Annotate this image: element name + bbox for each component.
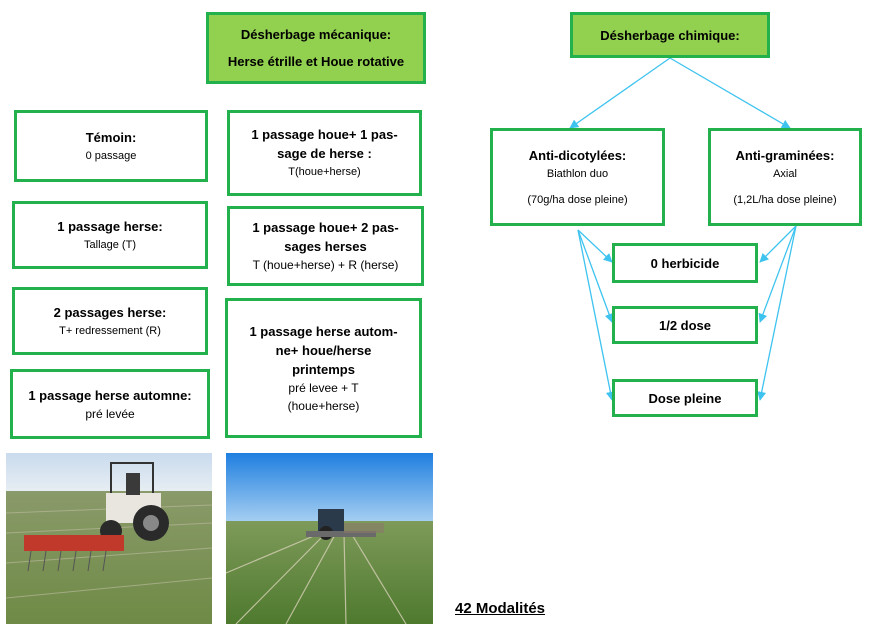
autumn-spring-line2: ne+ houe/herse: [275, 342, 372, 358]
hoe-one-harrow-line1: 1 passage houe+ 1 pas-: [251, 127, 398, 142]
two-harrow-title: 2 passages herse:: [53, 304, 167, 320]
hoe-two-harrow-line1: 1 passage houe+ 2 pas-: [252, 220, 399, 235]
dose-half-box: 1/2 dose: [612, 306, 758, 344]
hoe-one-harrow-line2: sage de herse :: [277, 146, 372, 161]
chemical-weeding-header: Désherbage chimique:: [570, 12, 770, 58]
hoe-one-harrow-box: 1 passage houe+ 1 pas- sage de herse : T…: [227, 110, 422, 196]
arrow-gram-to-full: [757, 225, 797, 401]
hoe-two-harrow-detail: T (houe+herse) + R (herse): [252, 258, 399, 272]
arrow-dicot-to-zero: [577, 229, 613, 263]
hoe-one-harrow-detail: T(houe+herse): [288, 166, 361, 178]
autumn-spring-line3: printemps: [292, 361, 355, 377]
mechanical-header-line2: Herse étrille et Houe rotative: [227, 54, 405, 69]
hoe-two-harrow-box: 1 passage houe+ 2 pas- sages herses T (h…: [227, 206, 424, 286]
arrow-gram-to-half: [758, 225, 797, 323]
arrow-chem-to-gram: [669, 57, 791, 129]
dose-half-label: 1/2 dose: [658, 317, 712, 333]
autumn-spring-detail1: pré levee + T: [288, 380, 359, 395]
hoe-two-harrow-line2: sages herses: [284, 239, 367, 254]
one-harrow-title: 1 passage herse:: [57, 218, 163, 234]
autumn-harrow-box: 1 passage herse automne: pré levée: [10, 369, 210, 439]
anti-gram-dose: (1,2L/ha dose pleine): [733, 193, 837, 206]
anti-dicot-dose: (70g/ha dose pleine): [527, 193, 628, 206]
anti-gram-title: Anti-graminées:: [735, 147, 835, 163]
modalities-count: 42 Modalités: [455, 600, 546, 617]
autumn-spring-detail2: (houe+herse): [287, 398, 360, 413]
autumn-spring-line1: 1 passage herse autom-: [249, 323, 398, 339]
two-harrow-detail: T+ redressement (R): [59, 324, 161, 337]
arrow-chem-to-dicot: [569, 57, 671, 129]
control-title: Témoin:: [85, 129, 137, 145]
tractor-harrow-photo: [6, 453, 212, 624]
arrow-gram-to-zero: [759, 225, 797, 263]
anti-dicot-box: Anti-dicotylées: Biathlon duo (70g/ha do…: [490, 128, 665, 226]
one-harrow-detail: Tallage (T): [84, 238, 136, 251]
tractor-hoe-photo: [226, 453, 433, 624]
arrow-dicot-to-full: [577, 229, 615, 401]
dose-zero-label: 0 herbicide: [650, 255, 720, 271]
arrow-dicot-to-half: [577, 229, 614, 323]
control-detail: 0 passage: [85, 149, 137, 162]
mechanical-header-line1: Désherbage mécanique:: [240, 27, 392, 42]
control-box: Témoin: 0 passage: [14, 110, 208, 182]
autumn-spring-box: 1 passage herse autom- ne+ houe/herse pr…: [225, 298, 422, 438]
anti-gram-product: Axial: [773, 167, 797, 180]
anti-dicot-product: Biathlon duo: [546, 167, 609, 180]
dose-full-box: Dose pleine: [612, 379, 758, 417]
dose-zero-box: 0 herbicide: [612, 243, 758, 283]
autumn-harrow-detail: pré levée: [85, 406, 135, 421]
one-harrow-box: 1 passage herse: Tallage (T): [12, 201, 208, 269]
two-harrow-box: 2 passages herse: T+ redressement (R): [12, 287, 208, 355]
anti-gram-box: Anti-graminées: Axial (1,2L/ha dose plei…: [708, 128, 862, 226]
mechanical-weeding-header: Désherbage mécanique: Herse étrille et H…: [206, 12, 426, 84]
dose-full-label: Dose pleine: [648, 390, 722, 406]
autumn-harrow-title: 1 passage herse automne:: [28, 387, 192, 403]
anti-dicot-title: Anti-dicotylées:: [528, 147, 627, 163]
chemical-header-label: Désherbage chimique:: [600, 27, 740, 43]
